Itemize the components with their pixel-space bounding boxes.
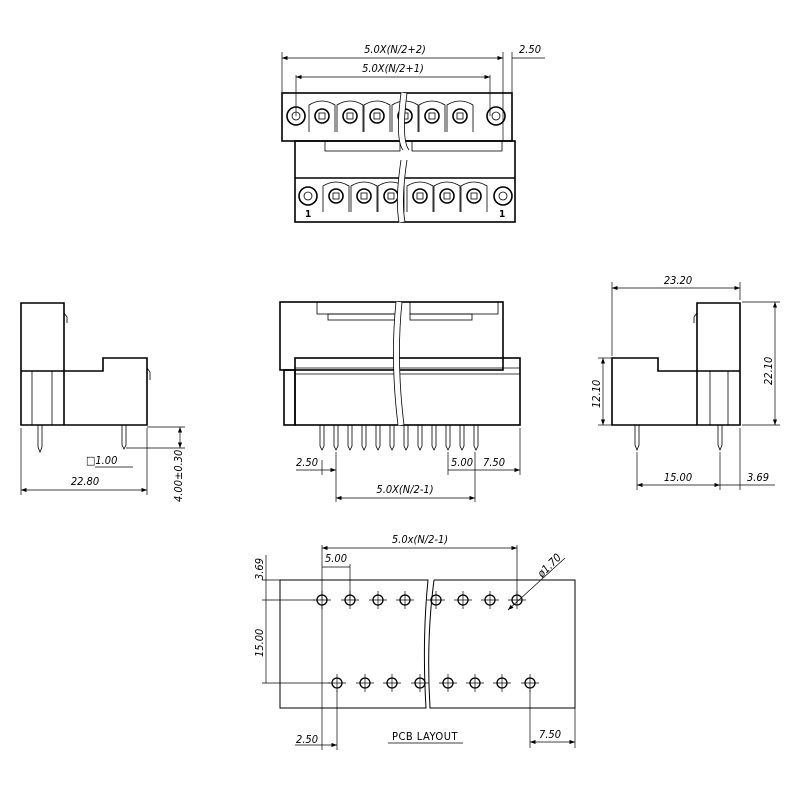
dim-span: 5.0X(N/2-1) bbox=[376, 483, 433, 496]
pin bbox=[333, 425, 339, 451]
screw-flange-right-lower bbox=[493, 186, 513, 206]
dim-offset: 2.50 bbox=[519, 43, 541, 56]
plug-body bbox=[281, 92, 513, 142]
dim-hole: ø1.70 bbox=[534, 551, 564, 581]
dim-span: 5.0x(N/2-1) bbox=[392, 533, 448, 546]
pcb-hole bbox=[399, 594, 411, 606]
dim-right: 7.50 bbox=[483, 456, 505, 469]
screw-flange-left-lower bbox=[298, 186, 318, 206]
header-body bbox=[294, 140, 516, 223]
dim-pitch-span: 5.0X(N/2+1) bbox=[362, 62, 424, 75]
screw-flange-right bbox=[486, 106, 506, 126]
pcb-hole bbox=[442, 677, 454, 689]
terminal bbox=[336, 100, 364, 132]
pin bbox=[361, 425, 367, 451]
pcb-hole bbox=[414, 677, 426, 689]
pcb-hole bbox=[430, 594, 442, 606]
pin bbox=[417, 425, 423, 451]
pcb-hole bbox=[386, 677, 398, 689]
pcb-hole bbox=[457, 594, 469, 606]
pin bbox=[459, 425, 465, 451]
front-view: 2.50 5.00 7.50 5.0X(N/2-1) bbox=[279, 301, 521, 502]
terminal bbox=[322, 181, 350, 212]
pin bbox=[389, 425, 395, 451]
dim-edge: 3.69 bbox=[747, 471, 769, 484]
dim-top-edge: 3.69 bbox=[253, 558, 266, 580]
pin bbox=[431, 425, 437, 451]
pcb-layout: 5.0x(N/2-1) 5.00 ø1.70 3.69 15.00 2.50 7… bbox=[253, 533, 576, 750]
pcb-hole bbox=[359, 677, 371, 689]
pin1-label-right: 1 bbox=[499, 209, 505, 220]
terminal bbox=[350, 181, 378, 212]
pin bbox=[319, 425, 325, 451]
pin bbox=[445, 425, 451, 451]
dim-pin-length: 4.00±0.30 bbox=[172, 450, 185, 502]
dim-pin-size: □1.00 bbox=[86, 454, 117, 467]
pin1-label-left: 1 bbox=[305, 209, 311, 220]
dim-right: 7.50 bbox=[539, 728, 561, 741]
pcb-hole bbox=[469, 677, 481, 689]
dim-width: 23.20 bbox=[664, 274, 692, 287]
dim-row-spacing: 15.00 bbox=[664, 471, 692, 484]
dim-overall: 5.0X(N/2+2) bbox=[364, 43, 426, 56]
dim-body-height: 12.10 bbox=[590, 380, 603, 408]
pin bbox=[347, 425, 353, 451]
pin bbox=[403, 425, 409, 451]
right-side-view: 23.20 22.10 12.10 15.00 3.69 bbox=[590, 274, 780, 490]
pin bbox=[121, 425, 127, 450]
terminal bbox=[460, 181, 488, 212]
terminal bbox=[433, 181, 461, 212]
terminal bbox=[406, 181, 434, 212]
pin bbox=[473, 425, 479, 451]
pcb-hole bbox=[496, 677, 508, 689]
terminal bbox=[446, 100, 474, 132]
dim-width: 22.80 bbox=[71, 475, 99, 488]
dim-row-spacing: 15.00 bbox=[253, 629, 266, 657]
pcb-hole bbox=[372, 594, 384, 606]
dim-pitch: 5.00 bbox=[325, 552, 347, 565]
terminal bbox=[418, 100, 446, 132]
terminal bbox=[363, 100, 391, 132]
top-view: 1 1 5.0X(N/2+2) 2.50 5.0X(N/2+1) bbox=[281, 43, 545, 223]
pin bbox=[37, 425, 43, 454]
pcb-layout-title: PCB LAYOUT bbox=[392, 730, 458, 743]
terminal bbox=[308, 100, 336, 132]
dim-left: 2.50 bbox=[296, 733, 318, 746]
left-side-view: 22.80 □1.00 4.00±0.30 bbox=[20, 302, 185, 502]
dim-height: 22.10 bbox=[762, 357, 775, 385]
pcb-hole bbox=[484, 594, 496, 606]
dim-left: 2.50 bbox=[296, 456, 318, 469]
pcb-hole bbox=[524, 677, 536, 689]
pcb-hole bbox=[331, 677, 343, 689]
dim-pitch: 5.00 bbox=[451, 456, 473, 469]
pin bbox=[375, 425, 381, 451]
